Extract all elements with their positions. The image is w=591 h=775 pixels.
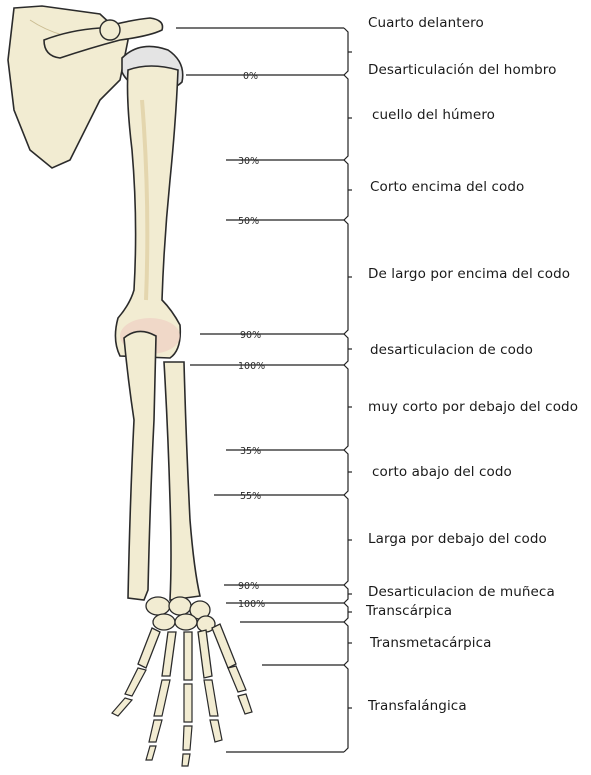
level-label-transcarpal: Transcárpica (366, 603, 452, 619)
phalanx-bones (112, 666, 252, 766)
level-label-very-short-below-elbow: muy corto por debajo del codo (368, 399, 578, 415)
level-label-transphalangeal: Transfalángica (368, 698, 467, 714)
percent-mark: 90% (240, 330, 261, 341)
level-label-shoulder-disarticulation: Desarticulación del hombro (368, 62, 556, 78)
radius-bone (164, 362, 200, 600)
level-label-short-above-elbow: Corto encima del codo (370, 179, 524, 195)
percent-mark: 50% (238, 216, 259, 227)
percent-mark: 90% (238, 581, 259, 592)
level-label-elbow-disarticulation: desarticulacion de codo (370, 342, 533, 358)
percent-mark: 55% (240, 491, 261, 502)
level-brace (344, 28, 348, 752)
percent-mark: 35% (240, 446, 261, 457)
percent-mark: 100% (238, 599, 265, 610)
percent-mark: 0% (243, 71, 258, 82)
metacarpal-bones (138, 624, 236, 680)
level-label-short-below-elbow: corto abajo del codo (372, 464, 512, 480)
level-label-long-above-elbow: De largo por encima del codo (368, 266, 570, 282)
ulna-bone (124, 331, 156, 600)
level-label-transmetacarpal: Transmetacárpica (370, 635, 492, 651)
level-label-humeral-neck: cuello del húmero (372, 107, 495, 123)
percent-mark: 30% (238, 156, 259, 167)
carpal-bones (146, 597, 215, 632)
level-label-forequarter: Cuarto delantero (368, 15, 484, 31)
level-label-long-below-elbow: Larga por debajo del codo (368, 531, 547, 547)
percent-mark: 100% (238, 361, 265, 372)
level-label-wrist-disarticulation: Desarticulacion de muñeca (368, 584, 555, 600)
